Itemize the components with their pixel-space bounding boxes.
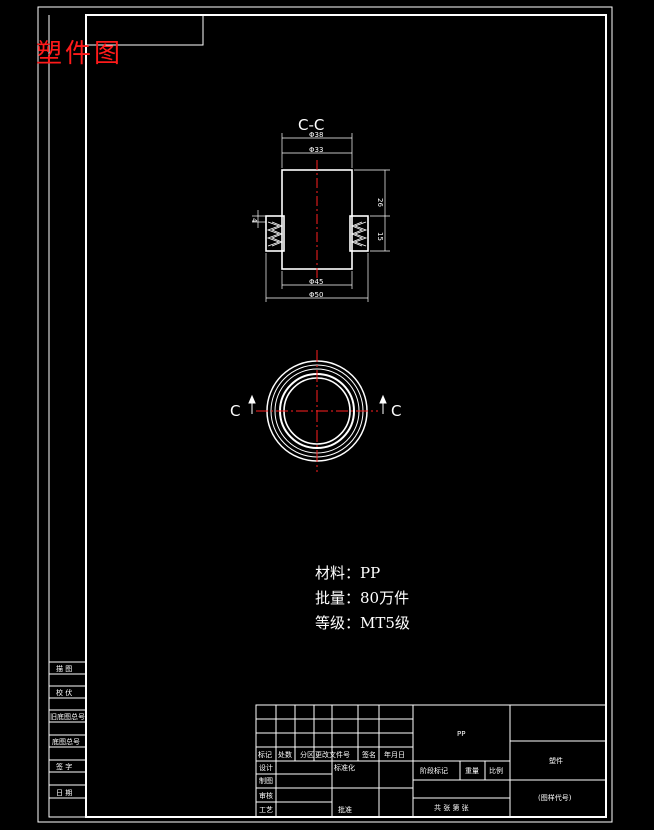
dim-right-small: 15 <box>376 232 384 241</box>
thread-hatching-left <box>266 221 284 247</box>
dim-top-outer: Φ38 <box>309 131 323 139</box>
tb-material-code: PP <box>457 730 465 738</box>
tb-process: 工艺 <box>259 806 273 814</box>
note-material: 材料：PP <box>315 564 380 582</box>
tb-count: 处数 <box>278 750 292 759</box>
tb-signature: 签名 <box>362 750 376 759</box>
dim-left-small: 4 <box>250 218 258 223</box>
technical-notes: 材料：PP 批量：80万件 等级：MT5级 <box>315 564 410 632</box>
plan-view: C C <box>230 350 401 472</box>
thread-hatching-right <box>350 221 368 247</box>
side-label-base: 底图总号 <box>52 737 80 746</box>
tb-approve: 批准 <box>338 805 352 814</box>
tb-change-doc: 更改文件号 <box>315 750 350 759</box>
note-grade: 等级：MT5级 <box>315 614 410 632</box>
tb-draw: 制图 <box>259 776 273 785</box>
tb-drawing-code: (图样代号) <box>538 793 572 802</box>
title-block-labels: PP 塑件 (图样代号) 阶段标记 重量 比例 共 张 第 张 标记 处数 分区… <box>258 730 572 814</box>
tb-weight: 重量 <box>465 767 479 775</box>
title-block <box>255 704 607 818</box>
tb-mark: 标记 <box>258 750 272 759</box>
tb-scale: 比例 <box>489 766 503 775</box>
tb-date: 年月日 <box>384 750 405 759</box>
section-marker-left: C <box>230 402 240 420</box>
sheet-frame <box>37 6 613 823</box>
tb-sheet: 共 张 第 张 <box>434 803 469 812</box>
section-view: C-C Φ38 Φ33 <box>250 116 390 302</box>
drawing-title: 塑件图 <box>36 39 123 69</box>
tb-part-name: 塑件 <box>549 756 563 765</box>
tb-stage-mark: 阶段标记 <box>420 766 448 775</box>
dim-right-height: 26 <box>376 198 384 207</box>
tb-review: 审核 <box>259 791 273 800</box>
dim-top-inner: Φ33 <box>309 146 323 154</box>
section-marker-right: C <box>391 402 401 420</box>
side-label-old-base: 旧底图总号 <box>50 712 85 721</box>
side-label-date: 日 期 <box>56 789 72 797</box>
side-label-trace: 描 图 <box>56 664 72 673</box>
tb-standardization: 标准化 <box>334 763 355 772</box>
dim-bottom-inner: Φ45 <box>309 278 323 286</box>
tb-design: 设计 <box>259 763 273 772</box>
side-table <box>48 661 87 818</box>
note-batch: 批量：80万件 <box>315 589 409 607</box>
section-label: C-C <box>298 116 324 134</box>
side-table-labels: 描 图 校 伏 旧底图总号 底图总号 签 字 日 期 <box>50 664 85 797</box>
side-label-check: 校 伏 <box>56 688 72 697</box>
tb-zone: 分区 <box>300 750 314 759</box>
side-label-sign: 签 字 <box>56 762 72 771</box>
dim-bottom-outer: Φ50 <box>309 291 323 299</box>
